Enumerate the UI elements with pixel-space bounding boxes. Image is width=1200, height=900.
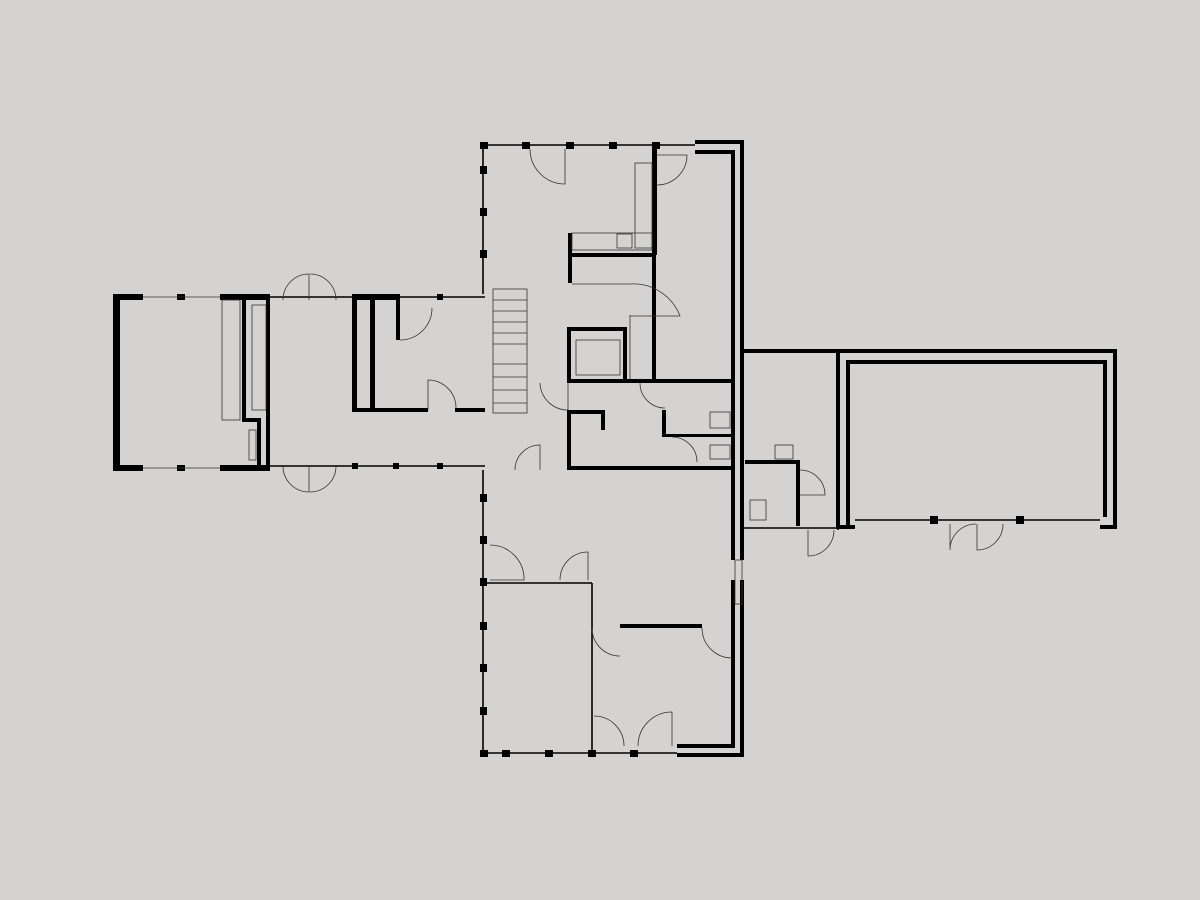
- left-wing: [113, 294, 270, 471]
- staircase: [492, 288, 528, 414]
- corridor: [270, 273, 485, 493]
- north-block: [480, 140, 744, 560]
- garage: [836, 349, 1117, 551]
- south-block: [480, 470, 744, 757]
